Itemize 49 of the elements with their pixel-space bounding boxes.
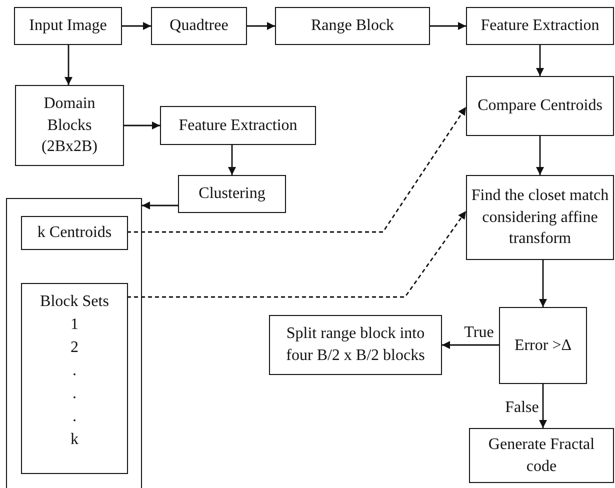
process-box [269,315,442,375]
node-text: Generate Fractal code [487,434,596,476]
node-text: Input Image [29,16,107,36]
arrow [124,122,160,130]
process-box [151,7,247,45]
arrow [122,22,151,30]
node-text: Compare Centroids [478,96,602,116]
arrow [539,384,547,428]
dashed-arrow [127,106,467,233]
process-box [469,428,614,483]
arrow [247,22,275,30]
arrow [536,136,544,175]
process-box [275,7,430,45]
process-box [15,85,124,166]
node-text: 2 [70,338,78,358]
arrow [228,145,236,175]
dashed-arrow [127,210,467,298]
process-box [21,216,128,250]
process-box [466,7,614,45]
node-text: Feature Extraction [178,116,298,136]
process-box [160,106,316,145]
node-text: Quadtree [170,16,228,36]
arrow [142,202,178,210]
node-text: 1 [70,315,78,335]
node-text: Block Sets [40,292,109,312]
process-box [21,283,128,474]
process-box [466,175,614,260]
node-text: Feature Extraction [480,16,600,36]
decision-box [499,307,587,384]
node-text: . [72,361,76,381]
node-text: k Centroids [37,223,112,244]
process-box [14,7,122,45]
node-text: Domain Blocks (2Bx2B) [40,94,98,158]
arrow [64,45,72,85]
process-box [466,76,614,136]
process-box [178,175,286,213]
node-text: Split range block into four B/2 x B/2 blocks [285,324,426,366]
arrow [536,45,544,76]
node-text: Error >Δ [514,336,572,356]
node-text: Range Block [310,16,394,36]
arrow [539,260,547,307]
arrow [442,341,499,349]
node-text: k [70,430,78,450]
group-box [6,198,142,488]
node-text: Find the closet match considering affine transform [471,186,609,250]
node-text: . [72,384,76,404]
arrow [430,22,466,30]
node-text: . [72,407,76,427]
node-text: Clustering [198,184,266,204]
